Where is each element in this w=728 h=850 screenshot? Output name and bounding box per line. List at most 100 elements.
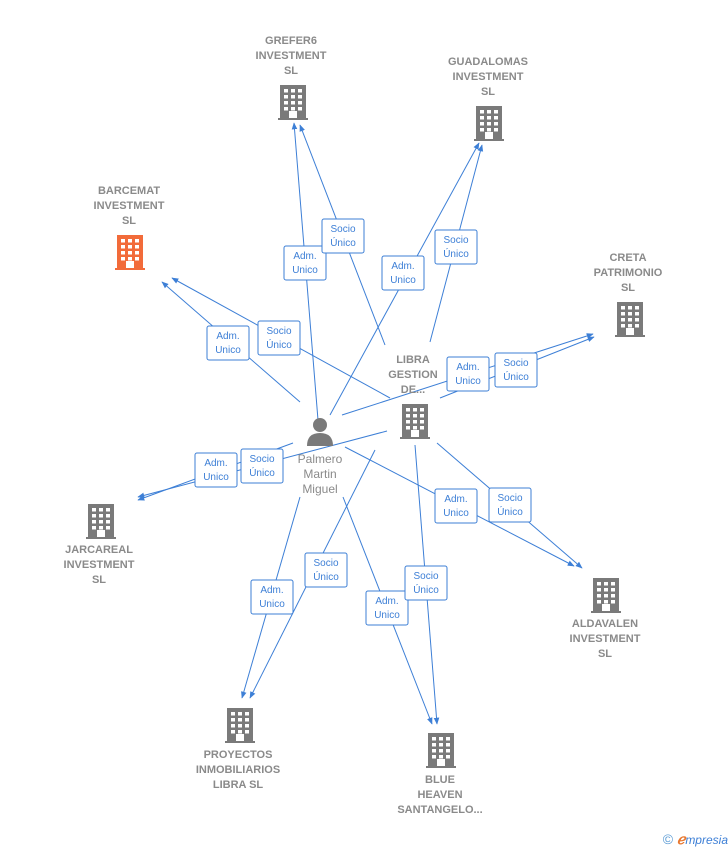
relation-text-line: Único <box>413 583 439 596</box>
person-label-line: Palmero <box>298 452 343 466</box>
relation-badge[interactable]: Adm. Unico <box>194 452 238 488</box>
relation-text: Adm. Unico <box>390 261 416 286</box>
relation-text-line: Único <box>266 338 292 351</box>
company-label-creta-line: CRETA <box>609 252 646 264</box>
person-label-line: Martin <box>303 467 336 481</box>
relation-text-line: Único <box>249 466 275 479</box>
company-label-guadalomas-line: SL <box>481 86 495 98</box>
relation-badge[interactable]: Adm. Unico <box>434 488 478 524</box>
relation-badge[interactable]: Adm. Unico <box>381 255 425 291</box>
company-label-creta-line: PATRIMONIO <box>594 267 663 279</box>
company-label-proyectos-line: LIBRA SL <box>213 779 264 791</box>
building-icon-aldavalen[interactable] <box>591 578 621 613</box>
relation-text-line: Adm. <box>293 251 316 262</box>
company-label-blueheaven-line: SANTANGELO... <box>397 804 482 816</box>
building-icon-blueheaven[interactable] <box>426 733 456 768</box>
relation-text-line: Adm. <box>204 458 227 469</box>
relation-text-line: Único <box>443 247 469 260</box>
relation-text: Adm. Unico <box>203 458 229 483</box>
relation-text-line: Adm. <box>456 362 479 373</box>
relation-text-line: Único <box>497 505 523 518</box>
relation-text-line: Unico <box>203 472 229 483</box>
relation-text-line: Unico <box>455 376 481 387</box>
relation-text-line: Único <box>313 570 339 583</box>
relation-text-line: Unico <box>215 345 241 356</box>
company-label-barcemat-line: INVESTMENT <box>94 200 165 212</box>
relation-text-line: Unico <box>259 599 285 610</box>
relation-badge[interactable]: Adm. Unico <box>206 325 250 361</box>
company-label-jarcareal-line: INVESTMENT <box>64 559 135 571</box>
building-icon-jarcareal[interactable] <box>86 504 116 539</box>
company-label-libra: LIBRA GESTION DE... <box>388 354 438 396</box>
building-icon-grefer6[interactable] <box>278 85 308 120</box>
relation-badge[interactable]: Adm.Unico <box>283 245 327 281</box>
person-label-line: Miguel <box>302 482 337 496</box>
copyright-icon: © <box>662 831 674 847</box>
company-label-libra-line: LIBRA <box>396 354 430 366</box>
company-label-blueheaven: BLUE HEAVEN SANTANGELO... <box>397 774 482 816</box>
company-label-aldavalen-line: INVESTMENT <box>570 633 641 645</box>
relation-text-line: Socio <box>443 235 468 246</box>
relation-badge[interactable]: Adm. Unico <box>250 579 294 615</box>
relation-text-line: Adm. <box>391 261 414 272</box>
building-icon-libra[interactable] <box>400 404 430 439</box>
relation-text-line: Adm. <box>216 331 239 342</box>
company-label-guadalomas-line: GUADALOMAS <box>448 56 528 68</box>
building-icon-proyectos[interactable] <box>225 708 255 743</box>
company-label-proyectos-line: INMOBILIARIOS <box>196 764 280 776</box>
company-label-barcemat-line: BARCEMAT <box>98 185 160 197</box>
company-label-libra-line: GESTION <box>388 369 438 381</box>
relation-text: Adm. Unico <box>215 331 241 356</box>
relation-text-line: Adm. <box>260 585 283 596</box>
company-label-aldavalen-line: SL <box>598 648 612 660</box>
relation-text-line: Socio <box>266 326 291 337</box>
relation-text: Adm. Unico <box>455 362 481 387</box>
company-label-libra-line: DE... <box>401 384 425 396</box>
relation-badge[interactable]: Adm.Unico <box>365 590 409 626</box>
brand-logo-text: mpresia <box>685 833 728 847</box>
relation-text: Adm. Unico <box>443 494 469 519</box>
relation-text-line: Adm. <box>375 596 398 607</box>
building-icon-creta[interactable] <box>615 302 645 337</box>
company-label-blueheaven-line: BLUE <box>425 774 455 786</box>
company-label-blueheaven-line: HEAVEN <box>417 789 462 801</box>
brand-logo-letter: ℯ <box>677 831 686 847</box>
relation-text-line: Unico <box>390 275 416 286</box>
company-label-barcemat-line: SL <box>122 215 136 227</box>
relation-text-line: Único <box>330 236 356 249</box>
relation-text: Adm. Unico <box>259 585 285 610</box>
building-icon-guadalomas[interactable] <box>474 106 504 141</box>
relation-text: Adm.Unico <box>292 251 318 276</box>
person-icon[interactable] <box>307 418 333 446</box>
company-label-proyectos-line: PROYECTOS <box>204 749 273 761</box>
relation-text-line: Unico <box>443 508 469 519</box>
relation-text-line: Adm. <box>444 494 467 505</box>
company-label-grefer6-line: GREFER6 <box>265 35 317 47</box>
company-label-aldavalen-line: ALDAVALEN <box>572 618 638 630</box>
company-label-grefer6-line: SL <box>284 65 298 77</box>
building-icon-barcemat[interactable] <box>115 235 145 270</box>
edges-layer <box>137 122 595 725</box>
relation-badge[interactable]: Adm. Unico <box>446 356 490 392</box>
